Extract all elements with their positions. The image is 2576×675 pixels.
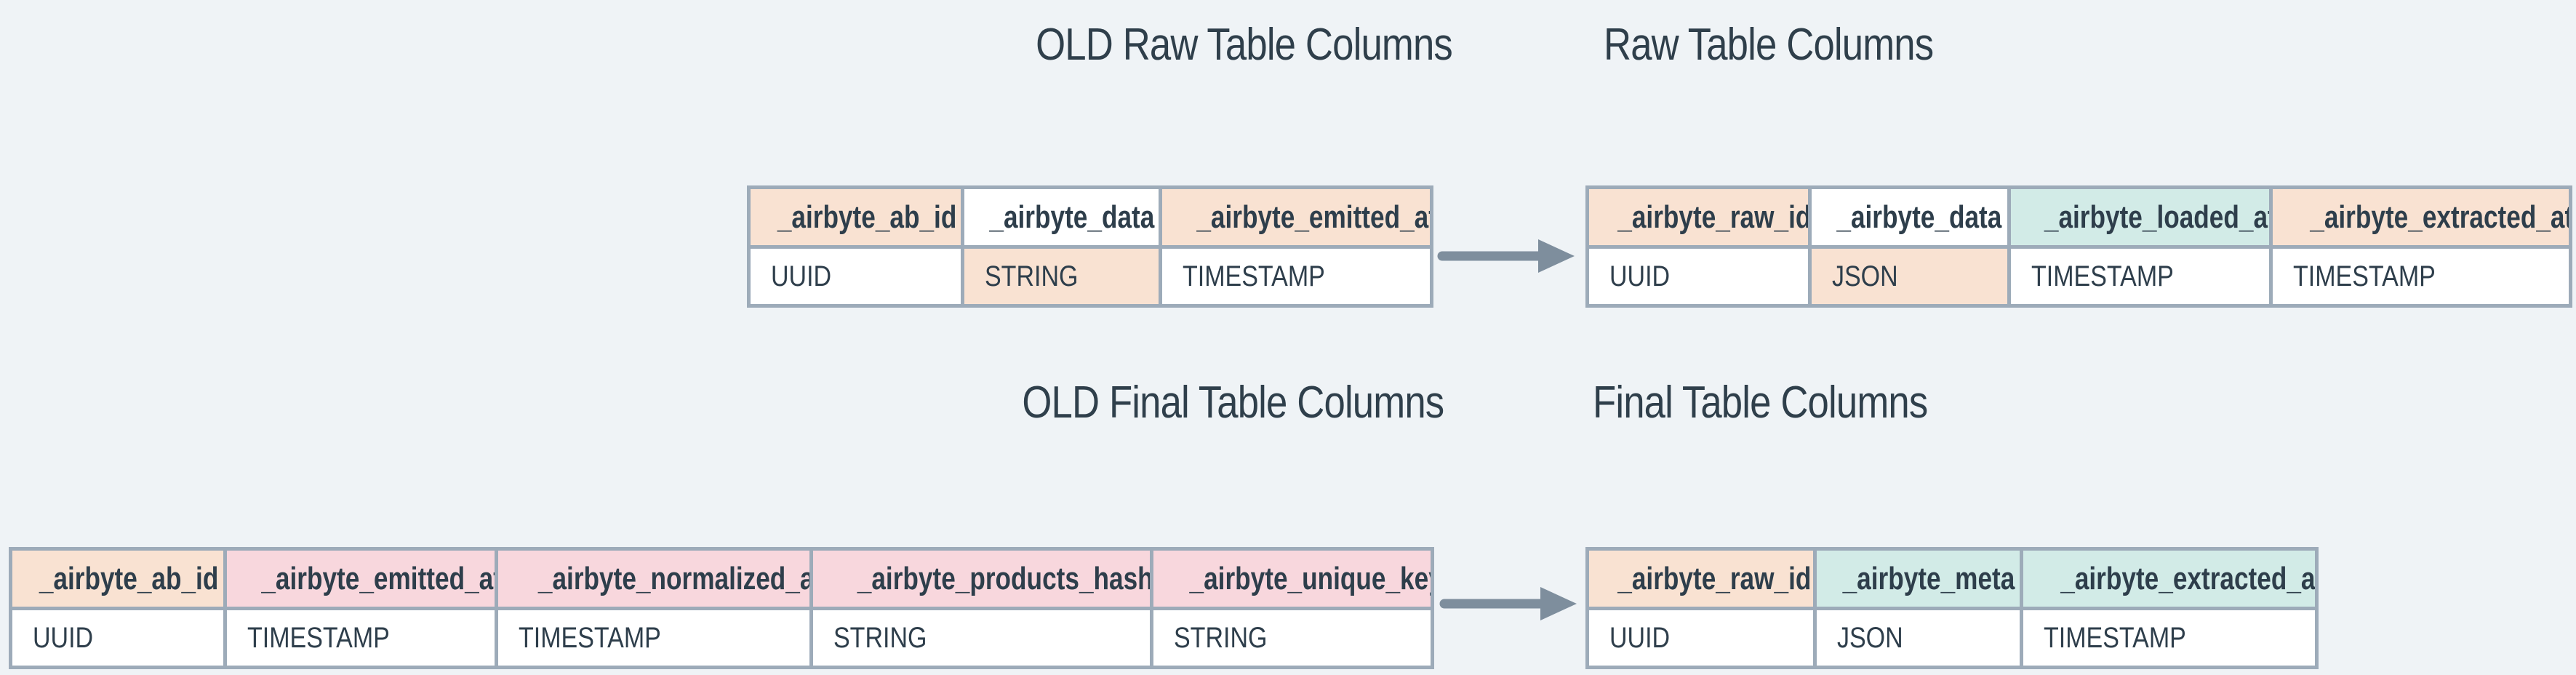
column-name-label: _airbyte_extracted_at (2310, 199, 2571, 235)
column-name-label: _airbyte_extracted_at (2060, 560, 2317, 596)
column-name-label: _airbyte_raw_id (1617, 199, 1810, 235)
column-type-cell: STRING (1150, 607, 1434, 669)
column-type-label: UUID (771, 260, 832, 292)
column-type-cell: TIMESTAMP (223, 607, 498, 669)
type-row: UUID JSON TIMESTAMP TIMESTAMP (1585, 245, 2572, 308)
column-header-cell: _airbyte_raw_id (1585, 185, 1812, 249)
old-final-table-title: OLD Final Table Columns (948, 377, 1444, 428)
column-name-label: _airbyte_products_hashid (857, 560, 1152, 596)
column-type-label: STRING (833, 621, 927, 654)
column-type-label: STRING (1174, 621, 1268, 654)
type-row: UUID STRING TIMESTAMP (747, 245, 1433, 308)
column-type-label: UUID (33, 621, 94, 654)
column-header-cell: _airbyte_data (1808, 185, 2011, 249)
column-name-label: _airbyte_loaded_at (2044, 199, 2271, 235)
column-header-cell: _airbyte_ab_id (747, 185, 964, 249)
column-name-label: _airbyte_raw_id (1617, 560, 1812, 596)
column-header-cell: _airbyte_emitted_at (223, 547, 498, 610)
old-raw-table-title: OLD Raw Table Columns (962, 19, 1453, 71)
column-type-label: JSON (1837, 621, 1903, 654)
column-type-cell: JSON (1813, 607, 2023, 669)
column-name-label: _airbyte_data (989, 199, 1155, 235)
column-name-label: _airbyte_emitted_at (261, 560, 497, 596)
column-header-cell: _airbyte_meta (1813, 547, 2023, 610)
old-final-table: _airbyte_ab_id _airbyte_emitted_at _airb… (9, 547, 1434, 669)
header-row: _airbyte_ab_id _airbyte_data _airbyte_em… (747, 185, 1433, 249)
column-name-label: _airbyte_data (1836, 199, 2002, 235)
column-type-cell: UUID (1585, 245, 1812, 308)
column-header-cell: _airbyte_raw_id (1585, 547, 1817, 610)
final-table-title-text: Final Table Columns (1593, 378, 1928, 428)
arrow-right-icon (1437, 239, 1575, 273)
column-type-label: TIMESTAMP (2044, 621, 2186, 654)
column-header-cell: _airbyte_products_hashid (809, 547, 1153, 610)
old-raw-table: _airbyte_ab_id _airbyte_data _airbyte_em… (747, 185, 1433, 308)
column-header-cell: _airbyte_loaded_at (2007, 185, 2273, 249)
raw-table-title-text: Raw Table Columns (1604, 20, 1934, 70)
column-type-cell: TIMESTAMP (1159, 245, 1433, 308)
column-type-cell: TIMESTAMP (2020, 607, 2319, 669)
column-header-cell: _airbyte_ab_id (9, 547, 227, 610)
column-type-label: STRING (985, 260, 1079, 292)
column-name-label: _airbyte_normalized_at (537, 560, 812, 596)
column-type-cell: UUID (9, 607, 227, 669)
raw-table-title: Raw Table Columns (1604, 19, 1991, 71)
header-row: _airbyte_ab_id _airbyte_emitted_at _airb… (9, 547, 1434, 610)
column-name-label: _airbyte_meta (1842, 560, 2015, 596)
final-table: _airbyte_raw_id _airbyte_meta _airbyte_e… (1585, 547, 2319, 669)
column-type-label: TIMESTAMP (247, 621, 390, 654)
type-row: UUID TIMESTAMP TIMESTAMP STRING STRING (9, 607, 1434, 669)
column-name-label: _airbyte_ab_id (777, 199, 957, 235)
type-row: UUID JSON TIMESTAMP (1585, 607, 2319, 669)
raw-table: _airbyte_raw_id _airbyte_data _airbyte_l… (1585, 185, 2572, 308)
column-header-cell: _airbyte_normalized_at (495, 547, 813, 610)
column-type-cell: TIMESTAMP (495, 607, 813, 669)
column-type-cell: UUID (1585, 607, 1817, 669)
column-type-cell: TIMESTAMP (2269, 245, 2572, 308)
old-final-table-title-text: OLD Final Table Columns (1022, 378, 1444, 428)
column-type-label: JSON (1832, 260, 1898, 292)
column-type-label: TIMESTAMP (519, 621, 661, 654)
column-name-label: _airbyte_unique_key (1189, 560, 1433, 596)
column-type-label: UUID (1609, 621, 1671, 654)
final-table-title: Final Table Columns (1593, 377, 1987, 428)
column-type-label: TIMESTAMP (2031, 260, 2174, 292)
column-header-cell: _airbyte_data (961, 185, 1162, 249)
column-type-cell: JSON (1808, 245, 2011, 308)
column-header-cell: _airbyte_emitted_at (1159, 185, 1433, 249)
old-raw-table-title-text: OLD Raw Table Columns (1036, 20, 1453, 70)
column-type-label: TIMESTAMP (2293, 260, 2436, 292)
column-type-label: UUID (1609, 260, 1671, 292)
column-header-cell: _airbyte_unique_key (1150, 547, 1434, 610)
column-type-cell: STRING (809, 607, 1153, 669)
header-row: _airbyte_raw_id _airbyte_data _airbyte_l… (1585, 185, 2572, 249)
column-header-cell: _airbyte_extracted_at (2269, 185, 2572, 249)
column-type-cell: TIMESTAMP (2007, 245, 2273, 308)
column-type-cell: UUID (747, 245, 964, 308)
column-name-label: _airbyte_emitted_at (1196, 199, 1432, 235)
column-type-cell: STRING (961, 245, 1162, 308)
column-name-label: _airbyte_ab_id (39, 560, 219, 596)
arrow-right-icon (1439, 587, 1577, 620)
column-type-label: TIMESTAMP (1183, 260, 1325, 292)
header-row: _airbyte_raw_id _airbyte_meta _airbyte_e… (1585, 547, 2319, 610)
column-header-cell: _airbyte_extracted_at (2020, 547, 2319, 610)
